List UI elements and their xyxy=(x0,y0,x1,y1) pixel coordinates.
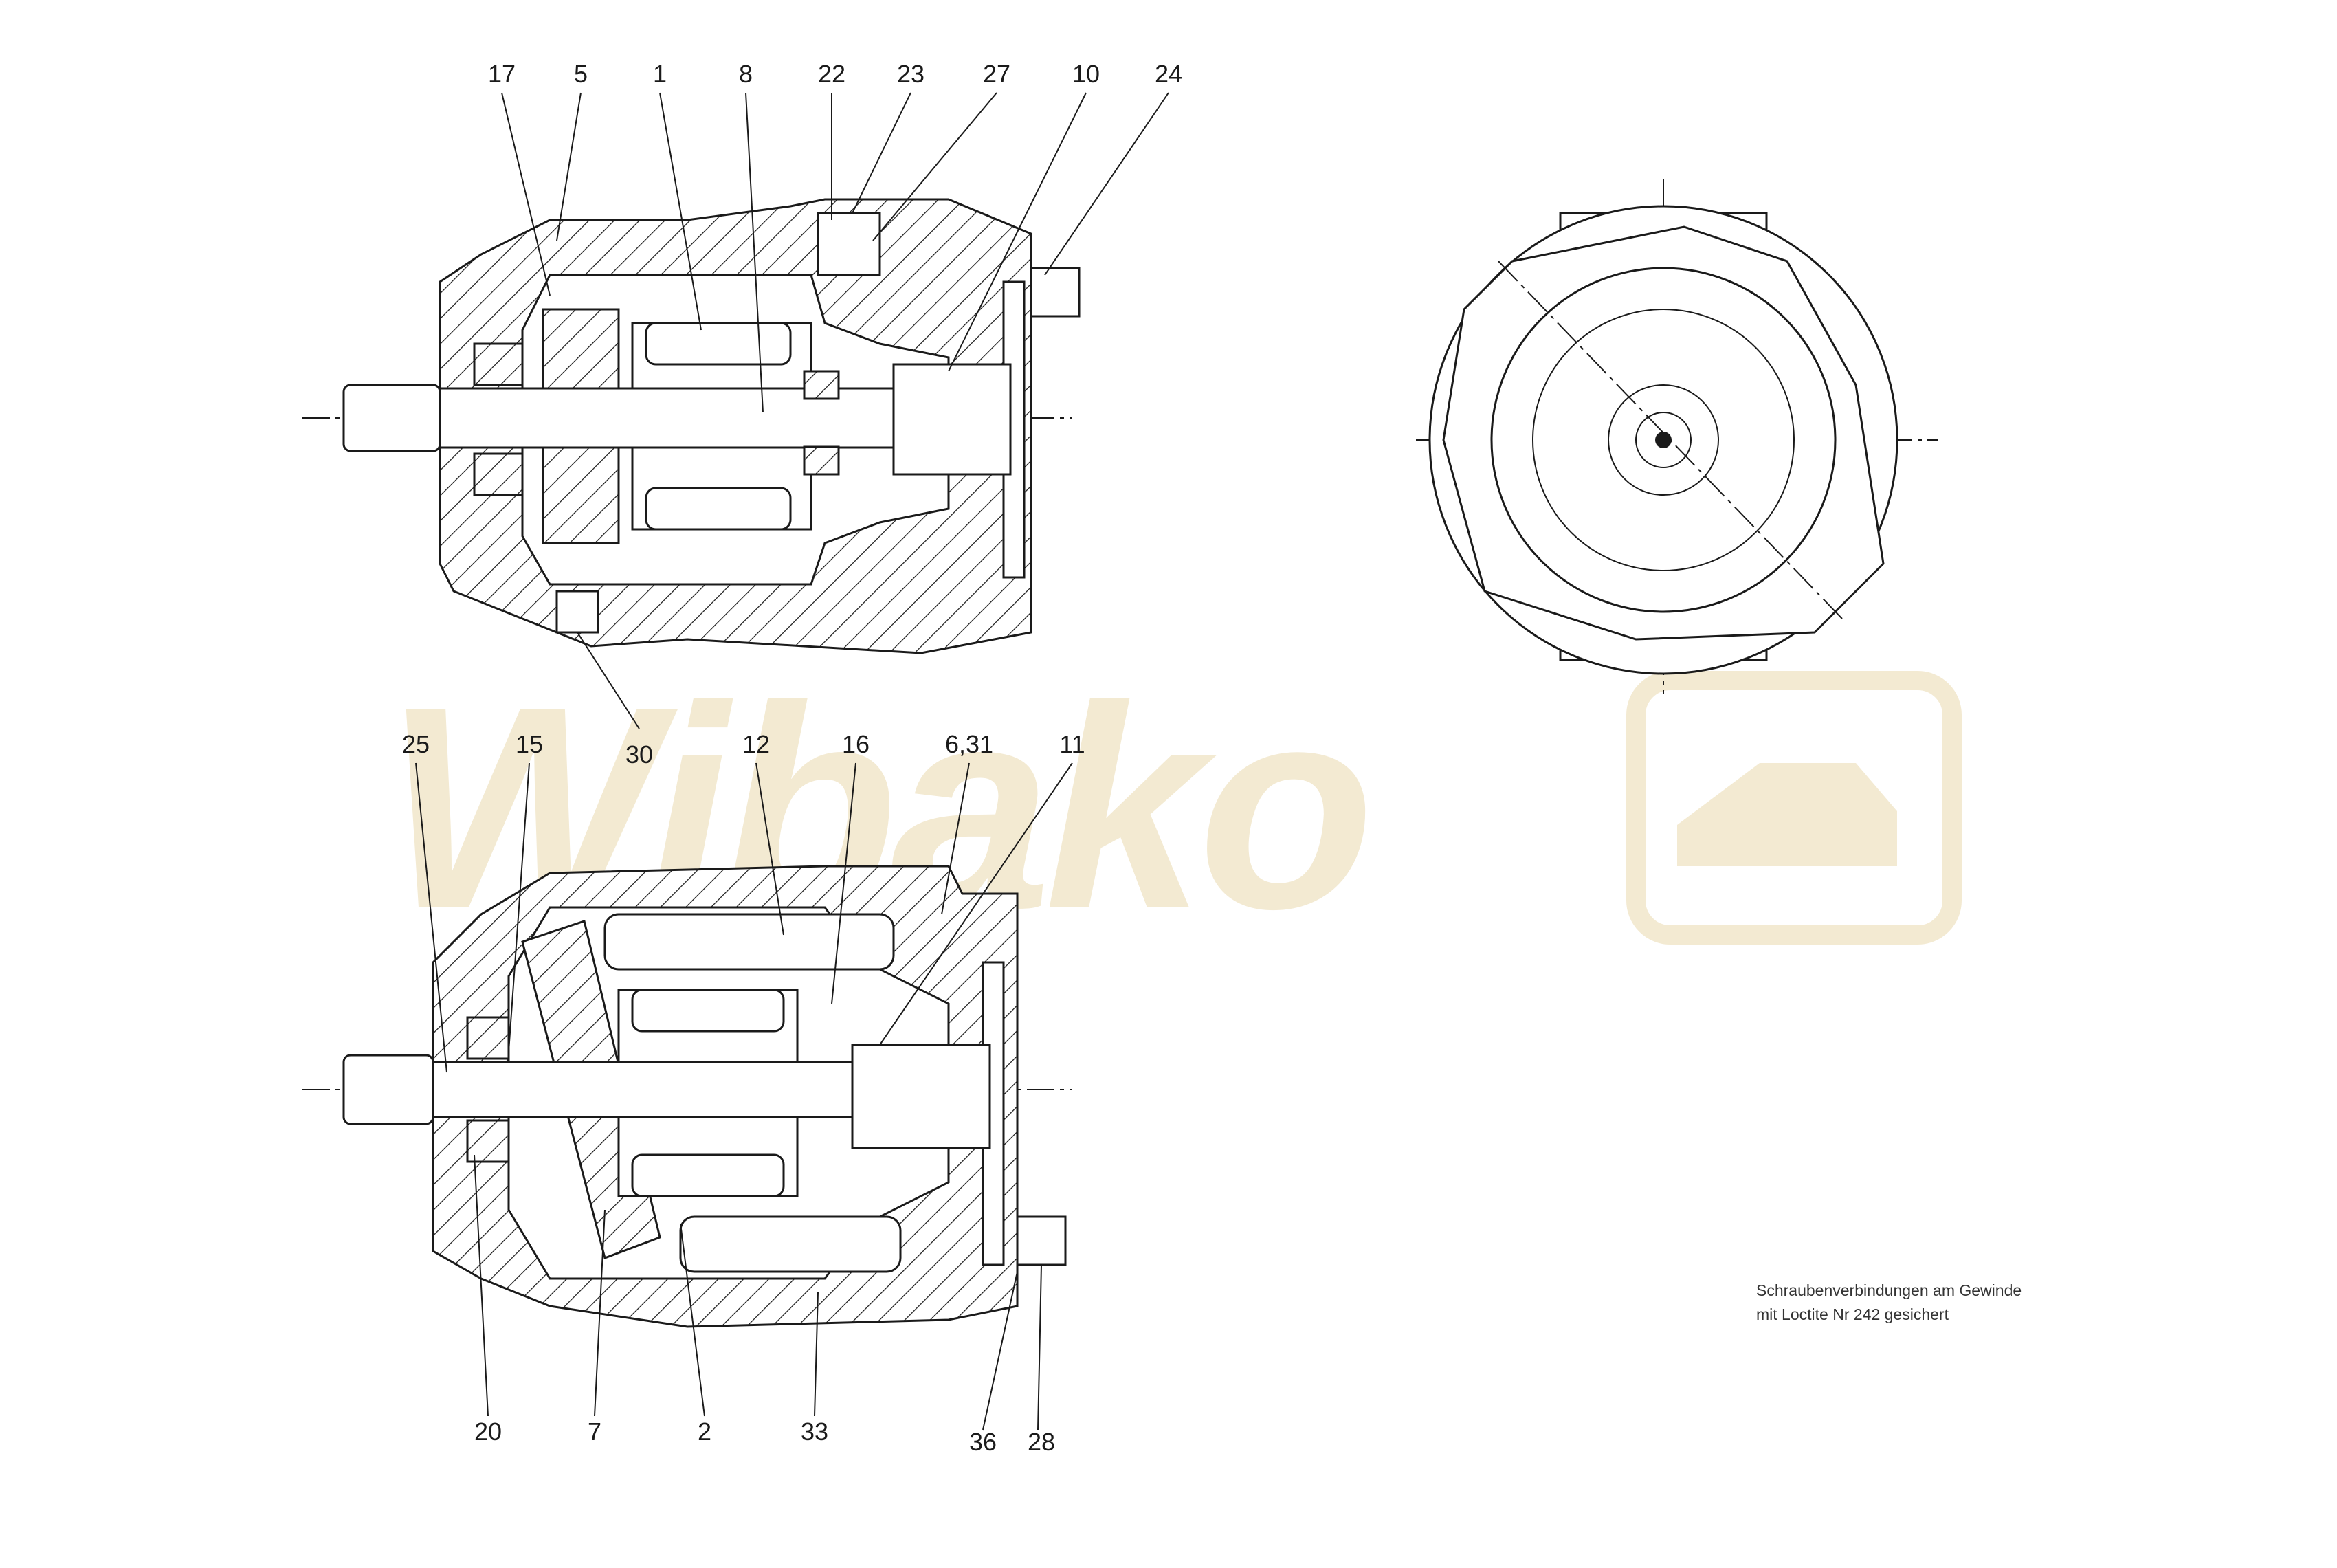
label-10: 10 xyxy=(1072,60,1100,88)
piston-lower-top xyxy=(645,487,792,531)
bolt-28 xyxy=(1016,1215,1067,1266)
label-7: 7 xyxy=(588,1417,601,1446)
end-view-ring-3 xyxy=(1608,384,1719,496)
label-11: 11 xyxy=(1059,730,1085,758)
control-piston-upper xyxy=(603,913,895,971)
label-25: 25 xyxy=(402,730,430,758)
note-block: Schraubenverbindungen am Gewinde mit Loc… xyxy=(1756,1281,2022,1323)
label-27: 27 xyxy=(983,60,1010,88)
bolt-24 xyxy=(1030,267,1081,318)
plug-30 xyxy=(555,590,599,634)
end-view-center xyxy=(1655,432,1672,448)
bearing-front-lower-bottom xyxy=(466,1119,510,1163)
label-28: 28 xyxy=(1028,1428,1055,1456)
shaft-end-top xyxy=(342,384,441,452)
watermark-logo-frame xyxy=(1626,671,1962,945)
bottom-labels: 25 15 12 16 6,31 11 20 7 2 33 36 28 xyxy=(402,730,1085,1456)
piston-lower-bottom xyxy=(631,1153,785,1197)
piston-upper-bottom xyxy=(631,989,785,1033)
bearing-front-upper-bottom xyxy=(466,1016,510,1060)
label-33: 33 xyxy=(801,1417,828,1446)
label-2: 2 xyxy=(698,1417,711,1446)
top-section-view xyxy=(302,198,1081,654)
label-6-31: 6,31 xyxy=(945,730,993,758)
label-36: 36 xyxy=(969,1428,997,1456)
bottom-leaders xyxy=(415,762,1073,1431)
note-line-1: Schraubenverbindungen am Gewinde xyxy=(1756,1281,2022,1299)
label-5: 5 xyxy=(574,60,588,88)
bearing-front-upper-top xyxy=(473,342,524,386)
bearing-rear-upper-top xyxy=(803,370,840,400)
control-piston-lower xyxy=(679,1215,902,1273)
bottom-section-view xyxy=(302,865,1072,1328)
label-12: 12 xyxy=(742,730,770,758)
label-15: 15 xyxy=(516,730,543,758)
end-view-ring-2 xyxy=(1532,309,1795,571)
label-17: 17 xyxy=(488,60,516,88)
top-labels: 17 5 1 8 22 23 27 10 24 30 xyxy=(488,60,1182,769)
bearing-rear-lower-top xyxy=(803,445,840,476)
piston-upper-top xyxy=(645,322,792,366)
label-23: 23 xyxy=(897,60,924,88)
end-view xyxy=(1416,179,1938,694)
drive-shaft-top xyxy=(439,387,964,449)
shaft-end-bottom xyxy=(342,1054,434,1125)
top-leaders xyxy=(501,92,1169,729)
label-30: 30 xyxy=(625,740,653,769)
label-16: 16 xyxy=(842,730,870,758)
label-1: 1 xyxy=(653,60,667,88)
label-22: 22 xyxy=(818,60,845,88)
watermark-logo-icon xyxy=(1677,763,1897,866)
label-20: 20 xyxy=(474,1417,502,1446)
label-24: 24 xyxy=(1155,60,1182,88)
port-top xyxy=(817,212,881,276)
label-8: 8 xyxy=(739,60,753,88)
bearing-front-lower-top xyxy=(473,452,524,496)
note-line-2: mit Loctite Nr 242 gesichert xyxy=(1756,1305,1949,1323)
rear-bore-bottom xyxy=(851,1044,991,1149)
end-view-ring-4 xyxy=(1635,412,1692,468)
rear-bore-top xyxy=(892,363,1012,476)
